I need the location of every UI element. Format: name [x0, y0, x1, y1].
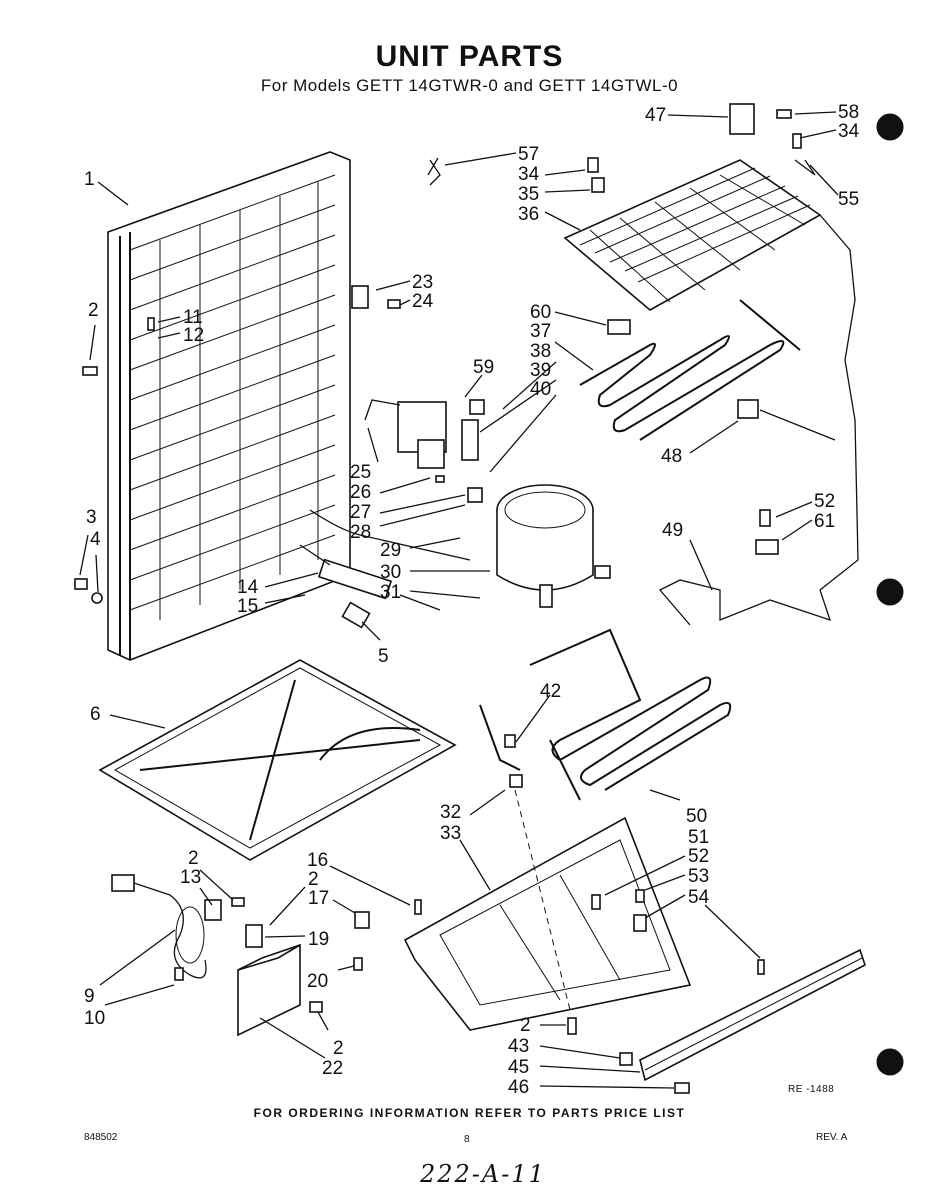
binder-hole-top [876, 113, 904, 141]
leader-lines [79, 111, 839, 1089]
callout-57: 57 [518, 144, 539, 165]
callout-6: 6 [90, 704, 101, 725]
callout-48: 48 [661, 446, 682, 467]
callout-59: 59 [473, 357, 494, 378]
frame-part [403, 816, 692, 1031]
binder-hole-bottom [876, 1048, 904, 1076]
model-subtitle: For Models GETT 14GTWR-0 and GETT 14GTWL… [260, 76, 679, 95]
defrost-heater-part [579, 299, 801, 441]
power-cord-part [111, 874, 301, 1037]
drain-pan-part [98, 659, 457, 861]
callout-23: 23 [412, 272, 433, 293]
ordering-note: FOR ORDERING INFORMATION REFER TO PARTS … [253, 1106, 686, 1120]
callout-28: 28 [350, 522, 371, 543]
callout-4: 4 [90, 529, 101, 550]
callout-5: 5 [378, 646, 389, 667]
callout-43: 43 [508, 1036, 529, 1057]
callout-2: 2 [188, 848, 199, 869]
drier-part [299, 509, 471, 629]
callout-3: 3 [86, 507, 97, 528]
callout-32: 32 [440, 802, 461, 823]
callout-47: 47 [645, 105, 666, 126]
callout-50: 50 [686, 806, 707, 827]
callout-34: 34 [838, 121, 860, 142]
callout-29: 29 [380, 540, 401, 561]
callout-13: 13 [180, 867, 201, 888]
callout-16: 16 [307, 850, 328, 871]
condenser-hardware [74, 285, 401, 604]
callout-labels: 1 2 11 12 3 4 14 15 5 23 24 25 26 27 28 … [84, 102, 860, 1098]
condenser-tube-part [479, 628, 732, 801]
callout-34: 34 [518, 164, 540, 185]
callout-17: 17 [308, 888, 329, 909]
callout-42: 42 [540, 681, 561, 702]
callout-22: 22 [322, 1058, 343, 1079]
callout-38: 38 [530, 341, 551, 362]
callout-24: 24 [412, 291, 434, 312]
callout-2: 2 [333, 1038, 344, 1059]
callout-12: 12 [183, 325, 204, 346]
reference-code: RE -1488 [788, 1084, 835, 1095]
page-number: 8 [464, 1134, 470, 1145]
callout-40: 40 [530, 379, 551, 400]
revision-label: REV. A [816, 1132, 848, 1143]
callout-2: 2 [88, 300, 99, 321]
binder-hole-middle [876, 578, 904, 606]
callout-30: 30 [380, 562, 401, 583]
relay-part [364, 399, 485, 503]
callout-25: 25 [350, 462, 371, 483]
callout-60: 60 [530, 302, 551, 323]
callout-37: 37 [530, 321, 551, 342]
callout-1: 1 [84, 169, 95, 190]
callout-52: 52 [688, 846, 709, 867]
lower-hardware [174, 734, 765, 1066]
evaporator-part [563, 159, 859, 626]
callout-46: 46 [508, 1077, 529, 1098]
callout-20: 20 [307, 971, 328, 992]
callout-49: 49 [662, 520, 683, 541]
callout-54: 54 [688, 887, 710, 908]
callout-2: 2 [308, 869, 319, 890]
page-title: UNIT PARTS [375, 40, 564, 73]
condenser-part [107, 151, 351, 661]
callout-31: 31 [380, 582, 401, 603]
callout-45: 45 [508, 1057, 529, 1078]
callout-51: 51 [688, 827, 709, 848]
callout-14: 14 [237, 577, 259, 598]
mounting-rail-part [639, 948, 866, 1094]
callout-2: 2 [520, 1015, 531, 1036]
callout-55: 55 [838, 189, 859, 210]
callout-27: 27 [350, 502, 371, 523]
callout-19: 19 [308, 929, 329, 950]
callout-9: 9 [84, 986, 95, 1007]
document-number: 848502 [84, 1132, 118, 1143]
callout-61: 61 [814, 511, 835, 532]
callout-58: 58 [838, 102, 859, 123]
callout-53: 53 [688, 866, 709, 887]
evaporator-hardware [427, 103, 836, 555]
callout-15: 15 [237, 596, 258, 617]
callout-11: 11 [183, 307, 203, 328]
callout-39: 39 [530, 360, 551, 381]
callout-52: 52 [814, 491, 835, 512]
callout-26: 26 [350, 482, 371, 503]
callout-36: 36 [518, 204, 539, 225]
callout-35: 35 [518, 184, 539, 205]
callout-33: 33 [440, 823, 461, 844]
callout-10: 10 [84, 1008, 105, 1029]
compressor-part [496, 484, 611, 608]
handwritten-note: 222-A-11 [420, 1160, 546, 1188]
